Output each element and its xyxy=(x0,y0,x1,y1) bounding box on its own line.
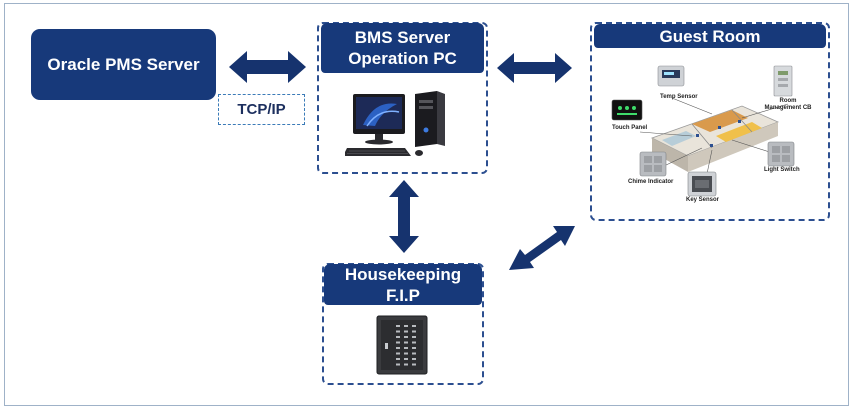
housekeeping-header: Housekeeping F.I.P xyxy=(324,264,482,305)
diagram-frame xyxy=(4,3,849,406)
fip-indicator-led xyxy=(404,347,408,349)
fip-indicator-led xyxy=(412,330,416,333)
fip-indicator-led xyxy=(412,325,416,327)
fip-indicator-led xyxy=(396,347,400,349)
bms-server-header: BMS Server Operation PC xyxy=(321,23,484,73)
tcp-ip-label: TCP/IP xyxy=(237,101,286,118)
arrow-housekeeping-guest xyxy=(509,226,575,270)
housekeeping-fip-node: Housekeeping F.I.P xyxy=(322,263,484,385)
chime-indicator-label: Chime Indicator xyxy=(628,179,674,185)
room-management-cb-label-group: Room Management CB xyxy=(764,98,812,112)
key-sensor-label: Key Sensor xyxy=(686,197,720,203)
arrow-bms-guest xyxy=(497,53,572,83)
desktop-pc-icon xyxy=(345,91,445,156)
temp-sensor-label: Temp Sensor xyxy=(660,94,698,100)
guest-room-illustration xyxy=(611,65,795,197)
tcp-ip-label-box: TCP/IP xyxy=(218,94,305,125)
fip-indicator-led xyxy=(412,336,416,338)
touch-panel-label: Touch Panel xyxy=(612,125,648,131)
fip-panel-icon xyxy=(376,315,428,375)
guest-room-title: Guest Room xyxy=(659,26,761,46)
oracle-pms-server-node: Oracle PMS Server xyxy=(31,29,216,100)
housekeeping-title-line2: F.I.P xyxy=(385,285,420,305)
chime-indicator-device xyxy=(639,151,667,177)
light-switch-device xyxy=(767,141,795,167)
fip-indicator-led xyxy=(404,363,408,366)
fip-indicator-led xyxy=(404,330,408,333)
fip-indicator-led xyxy=(404,341,408,344)
fip-indicator-led xyxy=(404,336,408,338)
fip-indicator-led xyxy=(404,325,408,327)
bms-title-line1: BMS Server xyxy=(354,28,451,47)
temp-sensor-device xyxy=(657,65,685,87)
room-floorplan-image xyxy=(650,105,780,172)
fip-indicator-led xyxy=(412,352,416,355)
fip-indicator-led xyxy=(396,363,400,366)
guest-room-node: Guest Room xyxy=(590,22,830,221)
pms-server-label: Oracle PMS Server xyxy=(47,54,200,74)
fip-indicator-led xyxy=(412,341,416,344)
bms-title-line2: Operation PC xyxy=(348,49,457,68)
fip-indicator-led xyxy=(404,358,408,360)
fip-indicator-led xyxy=(412,347,416,349)
fip-indicator-led xyxy=(396,352,400,355)
light-switch-label: Light Switch xyxy=(764,167,800,173)
fip-indicator-led xyxy=(396,336,400,338)
fip-indicator-led xyxy=(396,330,400,333)
fip-indicator-led xyxy=(396,325,400,327)
room-management-cb-device xyxy=(773,65,793,97)
fip-indicator-led xyxy=(396,358,400,360)
bms-server-node: BMS Server Operation PC xyxy=(317,22,488,174)
touch-panel-device xyxy=(611,99,643,121)
room-management-label-line1: Room xyxy=(779,98,797,104)
arrow-pms-bms xyxy=(229,51,306,83)
fip-indicator-led xyxy=(396,341,400,344)
fip-indicator-led xyxy=(412,363,416,366)
guest-room-header: Guest Room xyxy=(594,24,826,48)
fip-indicator-led xyxy=(404,352,408,355)
fip-indicator-led xyxy=(412,358,416,360)
arrow-bms-housekeeping xyxy=(389,180,419,253)
room-management-label-line2: Management CB xyxy=(764,105,812,111)
key-sensor-device xyxy=(687,171,717,197)
housekeeping-title-line1: Housekeeping xyxy=(344,264,462,284)
